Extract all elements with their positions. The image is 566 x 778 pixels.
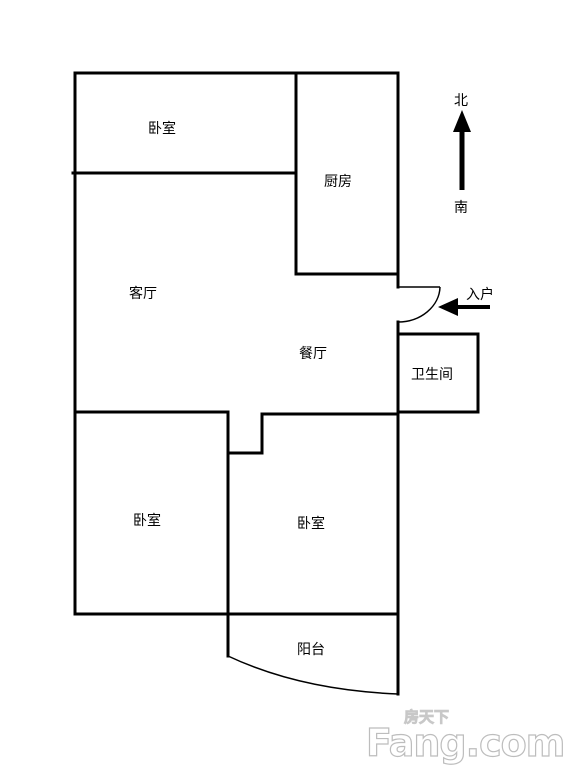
compass-south-label: 南	[454, 200, 468, 216]
room-label-bedroom-southeast: 卧室	[297, 515, 325, 532]
watermark-main-text: Fang.com	[366, 721, 564, 765]
room-label-living-room: 客厅	[129, 285, 157, 302]
room-label-kitchen: 厨房	[324, 174, 352, 190]
room-label-dining-room: 餐厅	[299, 346, 327, 362]
compass-north-label: 北	[454, 93, 468, 109]
walls	[71, 71, 480, 696]
entrance-arrow-icon	[438, 298, 490, 316]
room-label-balcony: 阳台	[297, 642, 325, 658]
watermark-logo: 房天下 Fang.com	[365, 708, 565, 766]
entrance-label: 入户	[466, 286, 494, 303]
room-label-bedroom-southwest: 卧室	[133, 512, 161, 529]
watermark-top-text: 房天下	[404, 708, 449, 726]
entrance-door	[397, 286, 441, 323]
room-label-bathroom: 卫生间	[411, 367, 453, 383]
room-label-bedroom-north: 卧室	[148, 120, 176, 137]
north-arrow-icon	[453, 110, 471, 190]
